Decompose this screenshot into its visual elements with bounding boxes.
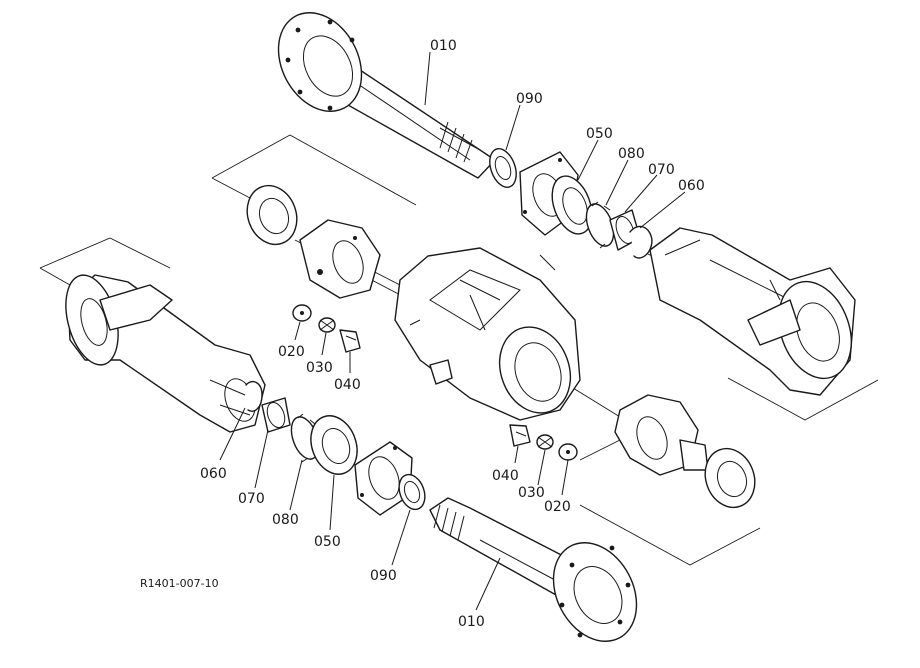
callout-top-090: 090 <box>516 91 543 107</box>
callout-left-050: 050 <box>314 534 341 550</box>
callout-left-080: 080 <box>272 512 299 528</box>
callout-labels: 010 090 050 080 070 060 020 030 040 060 … <box>140 38 705 630</box>
ball-bearing-left <box>310 415 358 475</box>
drawing-code: R1401-007-10 <box>140 577 219 590</box>
oil-seal-top <box>489 148 517 188</box>
ball-bearing-top <box>551 175 593 235</box>
oil-seal-bottom <box>398 473 426 511</box>
differential-case-right <box>614 394 756 509</box>
gear-case-center <box>394 247 581 421</box>
snap-ring-top <box>629 225 653 259</box>
axle-shaft-bottom <box>429 497 638 642</box>
callout-mid-040: 040 <box>334 377 361 393</box>
callout-bottom-010: 010 <box>458 614 485 630</box>
callout-left-070: 070 <box>238 491 265 507</box>
callout-right-020: 020 <box>544 499 571 515</box>
lock-washer-left <box>261 397 291 433</box>
fastener-set-right <box>509 424 578 461</box>
axle-shaft-top <box>277 12 496 179</box>
callout-bottom-090: 090 <box>370 568 397 584</box>
axle-housing-right <box>649 227 856 396</box>
callout-mid-030: 030 <box>306 360 333 376</box>
callout-left-060: 060 <box>200 466 227 482</box>
callout-top-010: 010 <box>430 38 457 54</box>
leader-lines <box>219 51 686 611</box>
callout-top-060: 060 <box>678 178 705 194</box>
callout-right-040: 040 <box>492 468 519 484</box>
callout-right-030: 030 <box>518 485 545 501</box>
snap-ring-left <box>245 380 263 412</box>
callout-top-080: 080 <box>618 146 645 162</box>
fastener-set-center <box>292 304 361 353</box>
axle-housing-left <box>65 274 266 433</box>
differential-case-left <box>246 184 381 299</box>
callout-top-070: 070 <box>648 162 675 178</box>
callout-top-050: 050 <box>586 126 613 142</box>
callout-mid-020: 020 <box>278 344 305 360</box>
